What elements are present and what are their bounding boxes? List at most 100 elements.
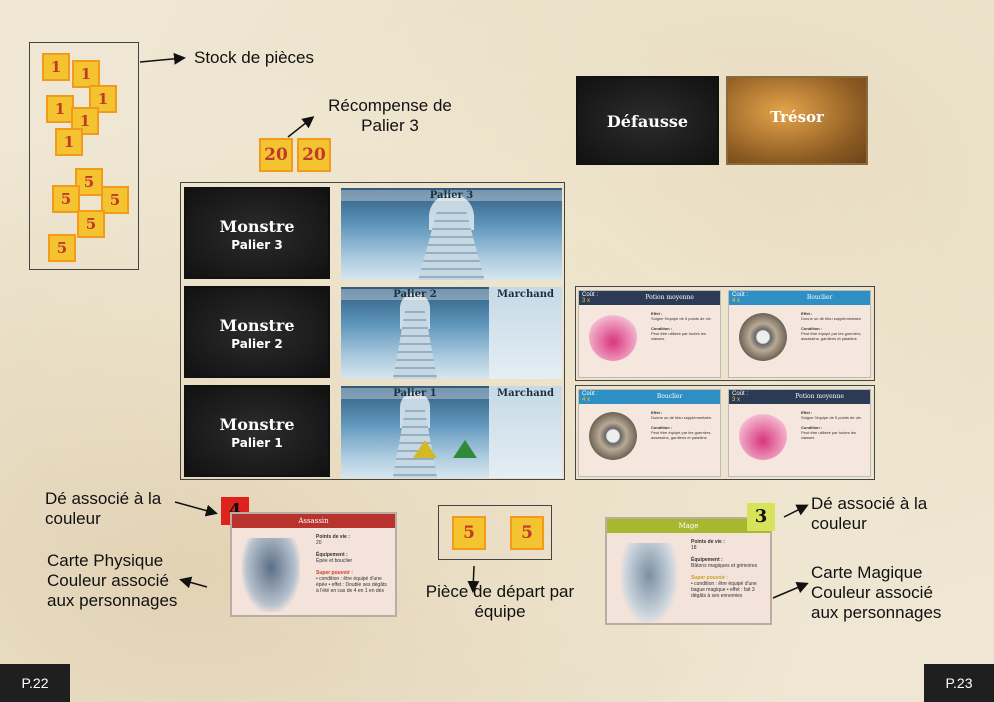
item-header: Coût :4 x Bouclier	[579, 390, 720, 404]
starting-coins-frame	[438, 505, 552, 560]
item-text: Effet :Soigne l'équipe de 5 points de vi…	[801, 410, 862, 440]
tier-title: Palier 2	[341, 289, 489, 300]
merchant-card-tier-1: Marchand	[489, 386, 562, 478]
monster-title: Monstre	[219, 415, 295, 434]
magic-label-line2: Couleur associé	[811, 583, 933, 602]
item-header: Coût :4 x Bouclier	[729, 291, 870, 305]
coin-1: 1	[72, 60, 100, 88]
shield-image	[589, 412, 637, 460]
tier-title: Palier 1	[341, 388, 489, 399]
coin-1: 1	[89, 85, 117, 113]
physical-label: Carte Physique Couleur associé aux perso…	[47, 551, 177, 611]
die-right-label: Dé associé à la couleur	[811, 494, 927, 534]
die-left-label: Dé associé à la couleur	[45, 489, 161, 529]
shop-item-card[interactable]: Coût :3 x Potion moyenne Effet :Soigne l…	[578, 290, 721, 378]
green-pawn[interactable]	[453, 440, 477, 458]
monster-tier: Palier 3	[231, 238, 283, 252]
item-text: Effet :Soigne l'équipe de 5 points de vi…	[651, 311, 712, 341]
item-name: Bouclier	[656, 393, 683, 400]
physical-label-line1: Carte Physique	[47, 551, 164, 570]
shop-item-card[interactable]: Coût :3 x Potion moyenne Effet :Soigne l…	[728, 389, 871, 477]
reward-label-line1: Récompense de	[328, 96, 452, 115]
potion-image	[589, 313, 637, 361]
shield-image	[739, 313, 787, 361]
item-cost: Coût :3 x	[732, 391, 749, 403]
reward-label: Récompense de Palier 3	[315, 96, 465, 136]
starting-coins-label-line1: Pièce de départ par	[425, 582, 575, 601]
item-cost: Coût :4 x	[732, 292, 749, 304]
item-cost: Coût :3 x	[582, 292, 599, 304]
coin-1: 1	[55, 128, 83, 156]
die-left-label-line2: couleur	[45, 509, 101, 528]
monster-title: Monstre	[219, 217, 295, 236]
mage-image	[621, 543, 677, 623]
coin-5: 5	[452, 516, 486, 550]
merchant-card-tier-2: Marchand	[489, 287, 562, 379]
treasure-label: Trésor	[770, 108, 824, 126]
tier-title: Palier 3	[341, 190, 562, 201]
item-text: Effet :Donne un dé bleu supplémentaire.C…	[801, 311, 863, 341]
tier-1-stair-card: Palier 1	[341, 386, 489, 478]
magic-label-line1: Carte Magique	[811, 563, 923, 582]
item-name: Potion moyenne	[645, 294, 694, 301]
coin-1: 1	[42, 53, 70, 81]
physical-label-line2: Couleur associé	[47, 571, 169, 590]
monster-deck-tier-2[interactable]: Monstre Palier 2	[184, 286, 330, 378]
yellow-die[interactable]: 3	[747, 503, 775, 531]
magic-label: Carte Magique Couleur associé aux person…	[811, 563, 941, 623]
yellow-pawn[interactable]	[413, 440, 437, 458]
card-header: Mage	[607, 519, 770, 533]
shop-item-card[interactable]: Coût :4 x Bouclier Effet :Donne un dé bl…	[728, 290, 871, 378]
assassin-image	[242, 538, 300, 612]
coin-1: 1	[71, 107, 99, 135]
shop-frame-tier-1	[575, 385, 875, 480]
discard-label: Défausse	[606, 112, 689, 131]
steps-image	[418, 206, 485, 280]
shop-item-card[interactable]: Coût :4 x Bouclier Effet :Donne un dé bl…	[578, 389, 721, 477]
die-left-label-line1: Dé associé à la	[45, 489, 162, 508]
monster-tier: Palier 1	[231, 436, 283, 450]
magic-label-line3: aux personnages	[811, 603, 942, 622]
shop-frame-tier-2	[575, 286, 875, 381]
item-text: Effet :Donne un dé bleu supplémentaire.C…	[651, 410, 713, 440]
physical-label-line3: aux personnages	[47, 591, 178, 610]
starting-coins-label-line2: équipe	[474, 602, 526, 621]
discard-pile[interactable]: Défausse	[576, 76, 719, 165]
item-header: Coût :3 x Potion moyenne	[579, 291, 720, 305]
monster-deck-tier-3[interactable]: Monstre Palier 3	[184, 187, 330, 279]
card-header: Assassin	[232, 514, 395, 528]
monster-tier: Palier 2	[231, 337, 283, 351]
coin-5: 5	[52, 185, 80, 213]
coin-5: 5	[48, 234, 76, 262]
tier-3-stair-card: Palier 3	[341, 188, 562, 280]
coin-5: 5	[510, 516, 544, 550]
coin-20: 20	[297, 138, 331, 172]
item-name: Bouclier	[806, 294, 833, 301]
monster-title: Monstre	[219, 316, 295, 335]
die-right-label-line2: couleur	[811, 514, 867, 533]
merchant-title: Marchand	[497, 388, 554, 399]
item-name: Potion moyenne	[795, 393, 844, 400]
die-right-label-line1: Dé associé à la	[811, 494, 928, 513]
starting-coins-label: Pièce de départ par équipe	[410, 582, 590, 622]
treasure-pile[interactable]: Trésor	[726, 76, 868, 165]
potion-image	[739, 412, 787, 460]
tier-2-stair-card: Palier 2	[341, 287, 489, 379]
coin-20: 20	[259, 138, 293, 172]
board-frame	[180, 182, 565, 480]
page-number-left: P.22	[0, 664, 70, 702]
coin-5: 5	[77, 210, 105, 238]
merchant-title: Marchand	[497, 289, 554, 300]
monster-deck-tier-1[interactable]: Monstre Palier 1	[184, 385, 330, 477]
page-number-right: P.23	[924, 664, 994, 702]
coin-5: 5	[101, 186, 129, 214]
reward-label-line2: Palier 3	[361, 116, 419, 135]
item-header: Coût :3 x Potion moyenne	[729, 390, 870, 404]
coin-stock-frame	[29, 42, 139, 270]
